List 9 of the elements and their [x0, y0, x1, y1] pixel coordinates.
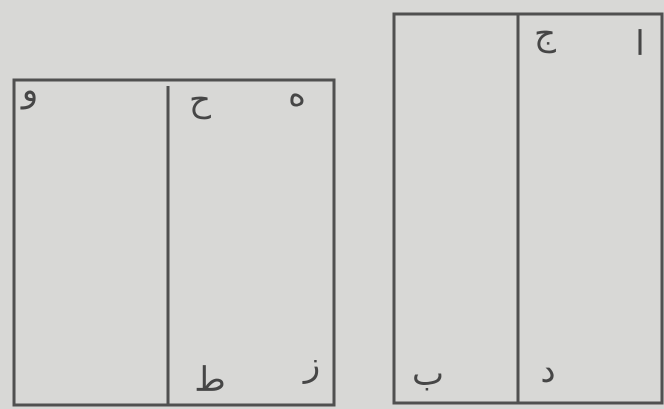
- corner-letter: ط: [196, 365, 224, 391]
- corner-letter: ا: [638, 29, 642, 55]
- corner-letter: ح: [192, 96, 211, 120]
- corner-letter: د: [542, 368, 554, 382]
- corner-letter: ه: [290, 93, 304, 107]
- corner-letter: ز: [302, 360, 318, 384]
- corner-letter: ب: [414, 374, 442, 390]
- corner-letter: و: [20, 90, 36, 110]
- corner-letter: ج: [536, 30, 556, 54]
